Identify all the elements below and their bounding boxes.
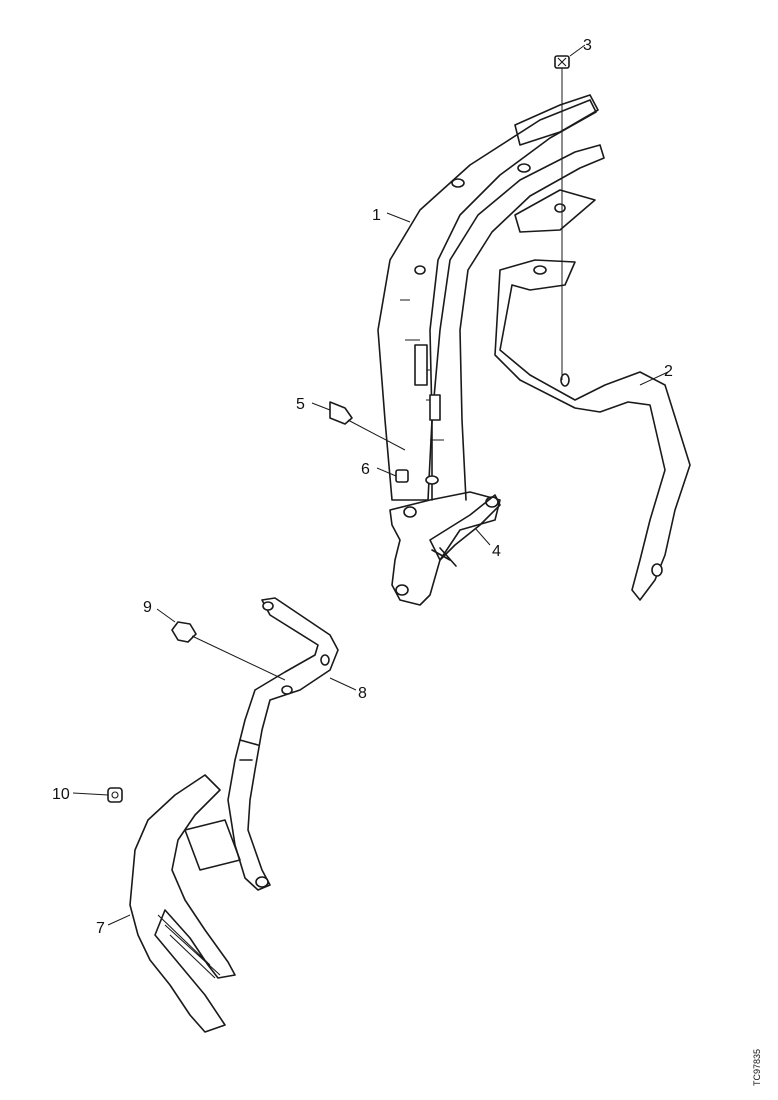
callout-9: 9 [143, 599, 152, 616]
callout-labels: 1 2 3 4 5 6 7 8 9 10 [52, 37, 673, 937]
part-7-foot-step [129, 774, 241, 1033]
callout-leaders [72, 44, 669, 926]
callout-4: 4 [492, 543, 501, 560]
part-5-bolt [329, 401, 406, 451]
part-10-nut [107, 787, 123, 803]
callout-10: 10 [52, 786, 70, 803]
part-3-nut [554, 55, 570, 380]
callout-5: 5 [296, 396, 305, 413]
part-9-bolt [171, 621, 286, 681]
callout-7: 7 [96, 920, 105, 937]
callout-2: 2 [664, 363, 673, 380]
part-8-step-bracket [227, 597, 339, 891]
part-6-nut [395, 469, 409, 483]
part-4-clamp-plate [429, 494, 501, 561]
callout-8: 8 [358, 685, 367, 702]
callout-6: 6 [361, 461, 370, 478]
part-1-curved-frame [377, 94, 605, 606]
callout-3: 3 [583, 37, 592, 54]
part-2-hanger-bracket [494, 259, 691, 601]
reference-code: TC97835 [752, 1048, 762, 1086]
callout-1: 1 [372, 207, 381, 224]
